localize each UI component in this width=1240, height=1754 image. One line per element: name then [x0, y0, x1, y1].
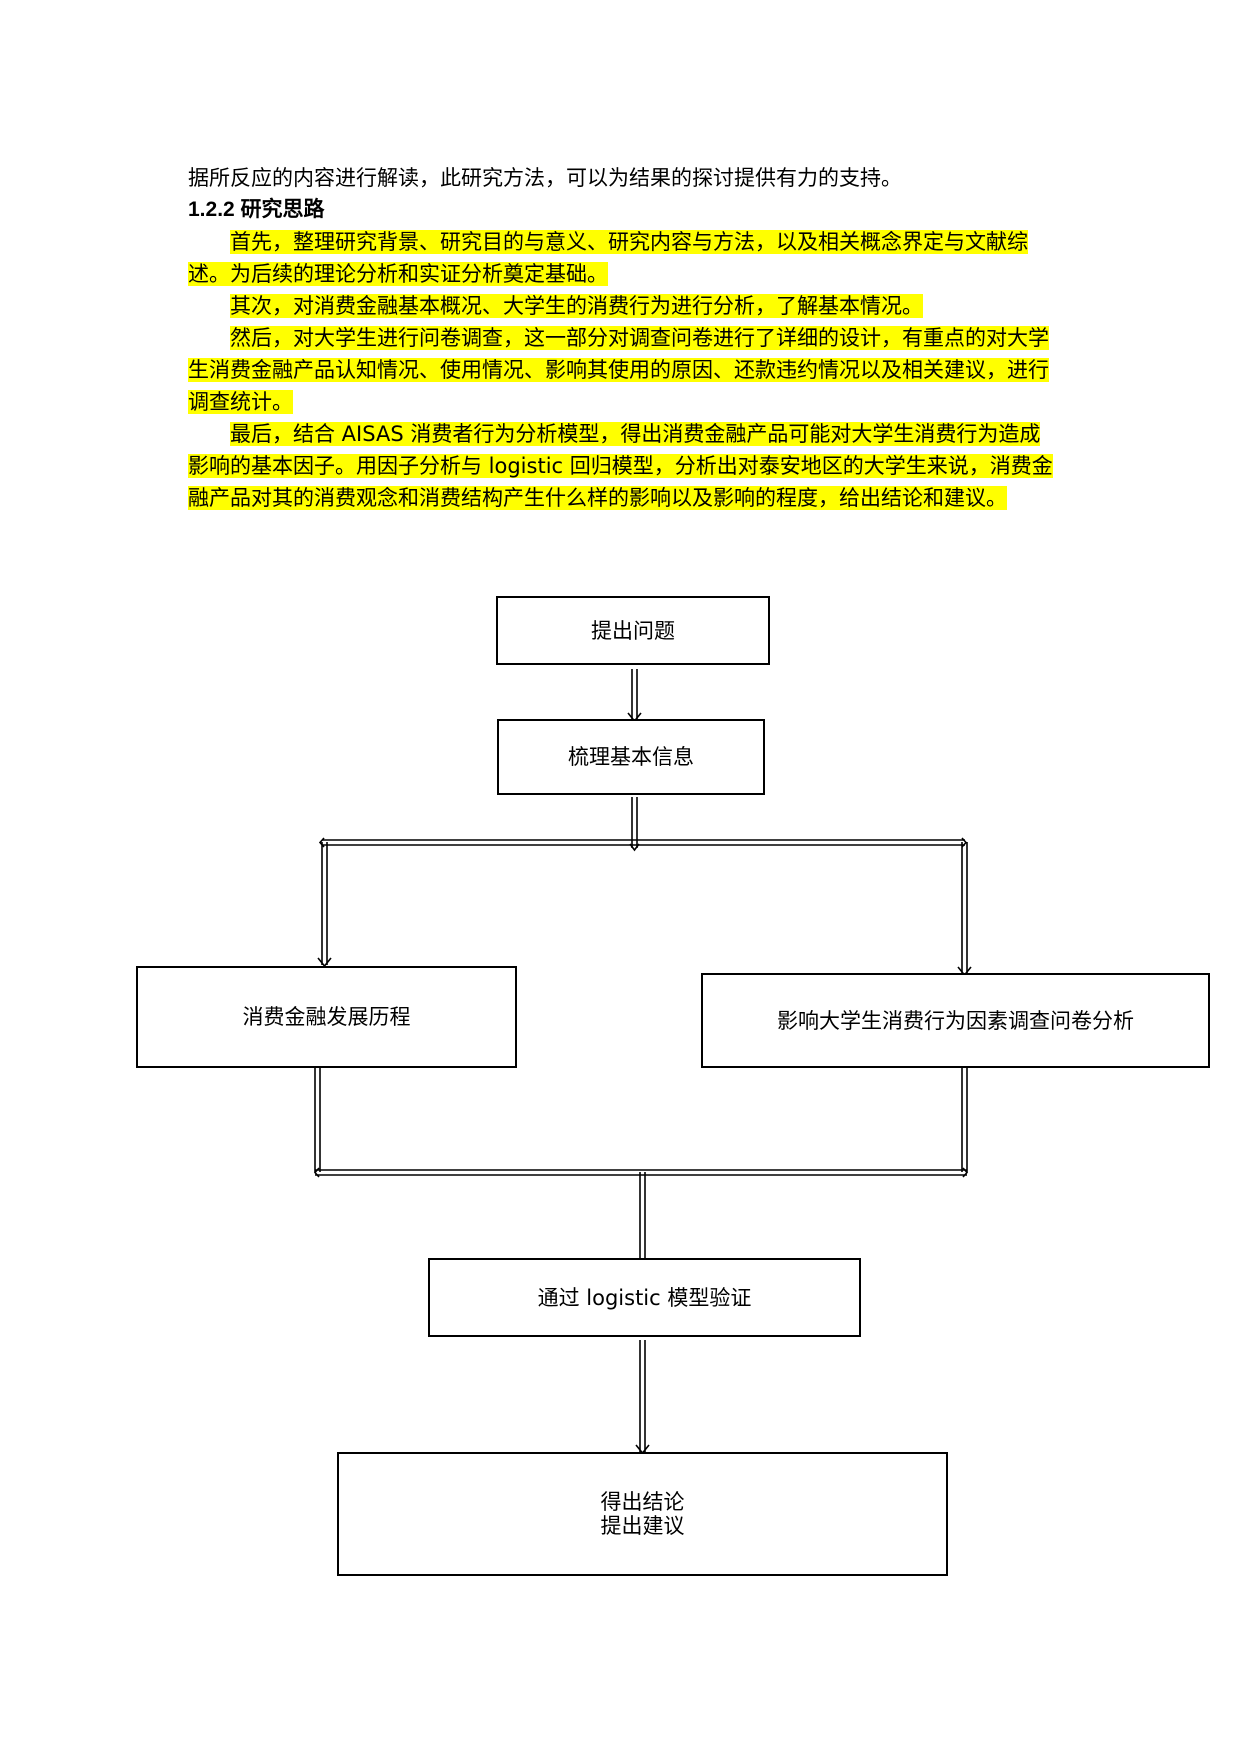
- flow-step-label: 梳理基本信息: [568, 745, 694, 769]
- highlighted-text: 其次，对消费金融基本概况、大学生的消费行为进行分析，了解基本情况。: [230, 294, 923, 318]
- flow-step-label: 提出问题: [591, 618, 675, 643]
- flow-step-label-line1: 得出结论: [600, 1490, 685, 1514]
- document-text: 据所反应的内容进行解读，此研究方法，可以为结果的探讨提供有力的支持。 1.2.2…: [188, 162, 1054, 514]
- paragraph-third: 然后，对大学生进行问卷调查，这一部分对调查问卷进行了详细的设计，有重点的对大学生…: [188, 322, 1054, 418]
- paragraph-second: 其次，对消费金融基本概况、大学生的消费行为进行分析，了解基本情况。: [188, 290, 1054, 322]
- flow-step-conclusion: 得出结论 提出建议: [337, 1452, 948, 1576]
- flow-step-label: 通过 logistic 模型验证: [537, 1285, 752, 1310]
- paragraph-first: 首先，整理研究背景、研究目的与意义、研究内容与方法，以及相关概念界定与文献综述。…: [188, 226, 1054, 290]
- highlighted-text: 最后，结合 AISAS 消费者行为分析模型，得出消费金融产品可能对大学生消费行为…: [188, 422, 1053, 510]
- flow-step-label-line2: 提出建议: [600, 1514, 685, 1538]
- flow-step-organize-info: 梳理基本信息: [497, 719, 765, 795]
- flow-step-left-branch: 消费金融发展历程: [136, 966, 517, 1068]
- continuation-paragraph: 据所反应的内容进行解读，此研究方法，可以为结果的探讨提供有力的支持。: [188, 166, 902, 190]
- section-heading: 1.2.2 研究思路: [188, 198, 325, 221]
- flow-step-raise-question: 提出问题: [496, 596, 770, 665]
- flow-step-logistic-validation: 通过 logistic 模型验证: [428, 1258, 861, 1337]
- paragraph-fourth: 最后，结合 AISAS 消费者行为分析模型，得出消费金融产品可能对大学生消费行为…: [188, 418, 1054, 514]
- flow-step-right-branch: 影响大学生消费行为因素调查问卷分析: [701, 973, 1210, 1068]
- flow-step-label: 影响大学生消费行为因素调查问卷分析: [777, 1008, 1134, 1033]
- flow-step-label: 消费金融发展历程: [242, 1005, 411, 1029]
